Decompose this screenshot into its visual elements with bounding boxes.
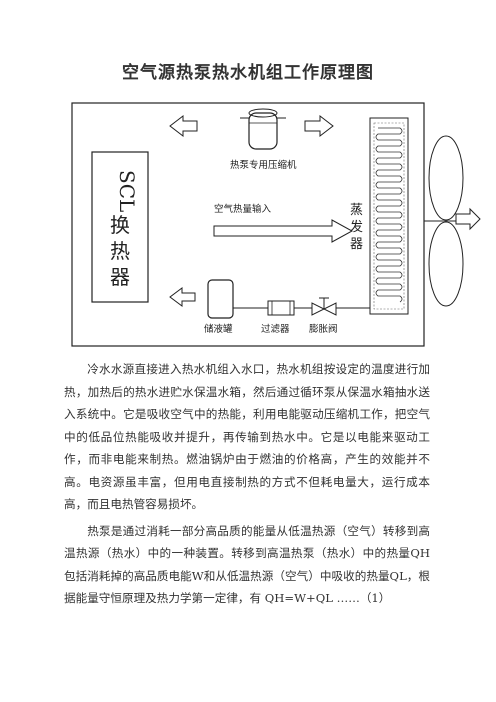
expansion-valve-icon (311, 297, 337, 316)
air-heat-input-arrow-icon (213, 219, 354, 243)
valve-label: 膨胀阀 (309, 323, 338, 335)
body-text: 冷水水源直接进入热水机组入水口，热水机组按设定的温度进行加热，加热后的热水进贮水… (64, 358, 430, 610)
filter-icon (267, 300, 295, 316)
flow-arrow-left-icon (169, 114, 198, 138)
compressor-icon (248, 108, 278, 150)
page-title: 空气源热泵热水机组工作原理图 (122, 63, 374, 83)
return-arrow-icon (169, 287, 196, 307)
air-out-arrow-icon (455, 207, 481, 231)
filter-label: 过滤器 (261, 323, 290, 335)
paragraph-2: 热泵是通过消耗一部分高品质的能量从低温热源（空气）转移到高温热源（热水）中的一种… (64, 523, 430, 606)
flow-arrow-right-icon (304, 114, 334, 138)
scl-label: SCL (115, 170, 139, 212)
paragraph-1: 冷水水源直接进入热水机组入水口，热水机组按设定的温度进行加热，加热后的热水进贮水… (64, 362, 430, 511)
exchanger-label: 换热器 (110, 213, 130, 289)
tank-label: 储液罐 (204, 323, 233, 335)
liquid-tank-icon (207, 279, 234, 319)
fan-icon (424, 135, 464, 307)
evaporator-label: 蒸发器 (350, 203, 363, 252)
compressor-label: 热泵专用压缩机 (230, 159, 297, 171)
evaporator-coil (369, 117, 409, 315)
scl-exchanger-box (91, 151, 149, 303)
diagram-frame (71, 102, 425, 347)
air-heat-label: 空气热量输入 (214, 203, 272, 215)
